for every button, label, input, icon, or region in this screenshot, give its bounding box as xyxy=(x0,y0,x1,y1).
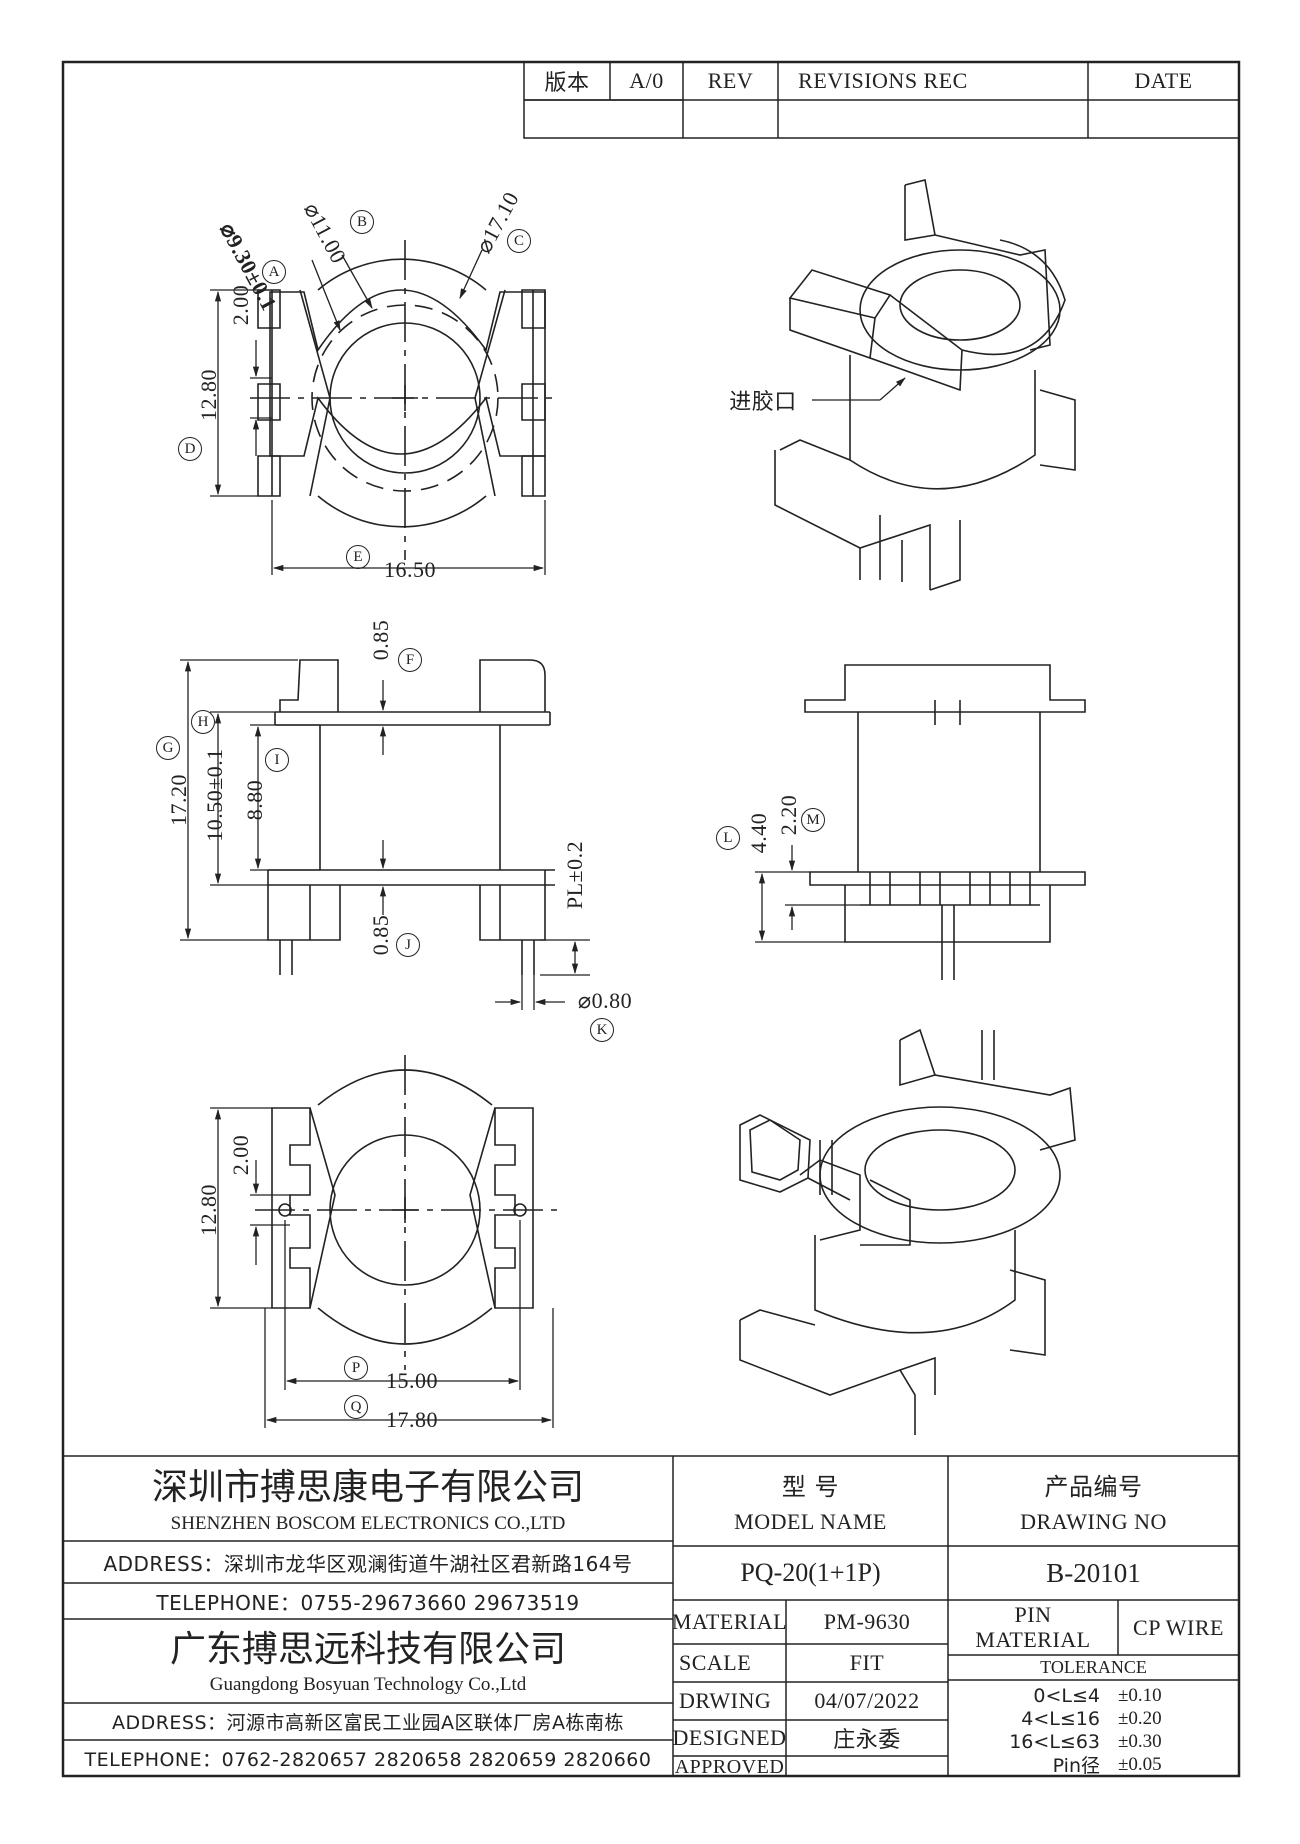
callout-k: K xyxy=(590,1018,614,1042)
callout-b: B xyxy=(350,210,374,234)
callout-a: A xyxy=(262,260,286,284)
model-label-en: MODEL NAME xyxy=(734,1509,887,1534)
drawing-label-en: DRAWING NO xyxy=(1020,1509,1167,1534)
dim-1280-bottom: 12.80 xyxy=(196,1184,221,1236)
dim-085-top: 0.85 xyxy=(368,619,393,661)
rev-header: REV xyxy=(707,68,754,93)
version-label: 版本 xyxy=(544,71,590,96)
callout-i: I xyxy=(265,748,289,772)
title-block-lines xyxy=(63,1455,1239,1776)
dim-085-bottom: 0.85 xyxy=(368,914,393,956)
tolerance-range: Pin径 xyxy=(1052,1755,1100,1776)
scale-value: FIT xyxy=(849,1650,885,1675)
side-view xyxy=(804,664,1086,980)
tolerance-value: ±0.05 xyxy=(1118,1753,1162,1775)
front-view xyxy=(267,659,555,975)
dim-phi080: ⌀0.80 xyxy=(577,988,633,1013)
pin-material-label-1: PIN xyxy=(1014,1602,1052,1627)
company2-cn: 广东搏思远科技有限公司 xyxy=(169,1629,566,1668)
telephone1: TELEPHONE：0755-29673660 29673519 xyxy=(156,1590,580,1615)
top-view-dims xyxy=(210,249,546,575)
model-label-cn: 型 号 xyxy=(781,1472,840,1501)
callout-l: L xyxy=(716,826,740,850)
tolerance-value: ±0.20 xyxy=(1118,1707,1162,1729)
dim-440: 4.40 xyxy=(746,812,771,854)
approved-label: APPROVED xyxy=(674,1756,785,1778)
scale-label: SCALE xyxy=(679,1650,752,1675)
gate-arrow xyxy=(879,377,906,401)
dim-pl: PL±0.2 xyxy=(562,840,587,910)
dim-1650: 16.50 xyxy=(384,557,436,582)
tolerance-value: ±0.30 xyxy=(1118,1730,1162,1752)
company1-en: SHENZHEN BOSCOM ELECTRONICS CO.,LTD xyxy=(170,1513,566,1534)
bottom-view-dims xyxy=(210,1107,554,1428)
company1-cn: 深圳市搏思康电子有限公司 xyxy=(151,1467,584,1506)
pin-material-label-2: MATERIAL xyxy=(975,1627,1091,1652)
dim-1050: 10.50±0.1 xyxy=(202,748,227,842)
callout-h: H xyxy=(191,710,215,734)
callout-m: M xyxy=(801,808,825,832)
drwing-label: DRWING xyxy=(679,1688,772,1713)
designed-value: 庄永委 xyxy=(833,1728,901,1753)
dim-1500: 15.00 xyxy=(386,1368,438,1393)
front-view-dims xyxy=(180,659,590,1010)
designed-label: DESIGNED xyxy=(673,1725,786,1750)
approved-value xyxy=(786,1756,948,1776)
date-header: DATE xyxy=(1134,68,1193,93)
gate-annotation: 进胶口 xyxy=(729,390,797,415)
bottom-view xyxy=(255,1055,560,1370)
callout-e: E xyxy=(346,545,370,569)
drawing-label-cn: 产品编号 xyxy=(1044,1472,1143,1501)
tolerance-range: 4<L≤16 xyxy=(1021,1707,1100,1730)
telephone2: TELEPHONE：0762-2820657 2820658 2820659 2… xyxy=(84,1748,652,1771)
tolerance-range: 16<L≤63 xyxy=(1009,1730,1100,1753)
tolerance-range: 0<L≤4 xyxy=(1033,1684,1100,1707)
address2: ADDRESS：河源市高新区富民工业园A区联体厂房A栋南栋 xyxy=(111,1712,625,1734)
callout-p: P xyxy=(344,1356,368,1380)
material-label: MATERIAL xyxy=(673,1609,786,1634)
callout-j: J xyxy=(396,933,420,957)
address1: ADDRESS：深圳市龙华区观澜街道牛湖社区君新路164号 xyxy=(103,1551,633,1576)
side-view-dims xyxy=(755,845,860,943)
callout-f: F xyxy=(398,648,422,672)
callout-c: C xyxy=(507,229,531,253)
material-value: PM-9630 xyxy=(823,1609,911,1634)
tolerance-value: ±0.10 xyxy=(1118,1684,1162,1706)
tolerance-label: TOLERANCE xyxy=(1040,1657,1147,1677)
dim-200-top: 2.00 xyxy=(228,284,253,326)
company2-en: Guangdong Bosyuan Technology Co.,Ltd xyxy=(209,1674,527,1695)
callout-g: G xyxy=(156,736,180,760)
dim-1280-top: 12.80 xyxy=(196,369,221,421)
drwing-value: 04/07/2022 xyxy=(814,1688,920,1713)
version-value: A/0 xyxy=(629,68,664,93)
callout-d: D xyxy=(178,437,202,461)
dim-880: 8.80 xyxy=(242,779,267,821)
drawing-value: B-20101 xyxy=(1046,1557,1141,1588)
revisions-header: REVISIONS REC xyxy=(798,68,968,93)
iso-view-1 xyxy=(774,179,1076,591)
callout-q: Q xyxy=(344,1395,368,1419)
top-view xyxy=(250,240,560,560)
dim-220: 2.20 xyxy=(776,794,801,836)
dim-200-bottom: 2.00 xyxy=(228,1134,253,1176)
model-value: PQ-20(1+1P) xyxy=(740,1558,881,1587)
dim-1780: 17.80 xyxy=(386,1407,438,1432)
dim-1720: 17.20 xyxy=(166,774,191,826)
revision-block xyxy=(523,61,1240,139)
pin-material-value: CP WIRE xyxy=(1133,1614,1224,1640)
iso-view-2 xyxy=(739,1028,1076,1435)
